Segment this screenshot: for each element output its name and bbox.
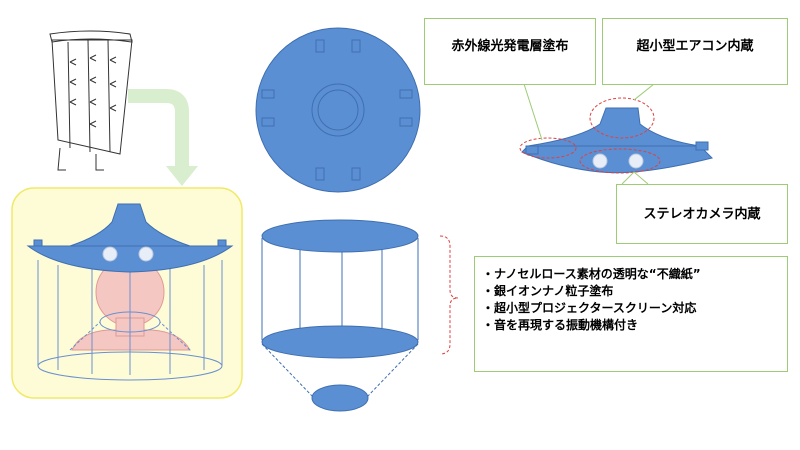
camera-lens-right xyxy=(138,246,154,262)
feature-item: ・音を再現する振動機構付き xyxy=(482,318,639,332)
camera-lens-left xyxy=(102,246,118,262)
person-body xyxy=(71,329,191,351)
callout-infrared-coating: 赤外線光発電層塗布 xyxy=(424,18,596,85)
cylinder-screen xyxy=(261,219,419,412)
feature-item: ・超小型プロジェクタースクリーン対応 xyxy=(482,301,697,315)
top-view-disc xyxy=(255,27,421,193)
feature-item: ・ナノセルロース素材の透明な“不織紙” xyxy=(482,267,701,281)
hood-sketch xyxy=(49,30,133,171)
features-bracket xyxy=(439,235,459,355)
wearable-device-assembled xyxy=(26,203,234,381)
features-box xyxy=(474,256,788,372)
hat-side-view xyxy=(519,97,713,174)
hat-brim xyxy=(26,245,234,273)
transition-arrow xyxy=(128,89,198,186)
callout-stereo-camera: ステレオカメラ内蔵 xyxy=(616,184,788,244)
callout-aircon: 超小型エアコン内蔵 xyxy=(602,18,788,85)
features-list: ・ナノセルロース素材の透明な“不織紙” ・銀イオンナノ粒子塗布 ・超小型プロジェ… xyxy=(482,266,701,334)
callout-camera-text: ステレオカメラ内蔵 xyxy=(643,207,761,222)
side-camera-left xyxy=(592,153,608,169)
side-camera-right xyxy=(628,153,644,169)
hat-crown xyxy=(69,203,191,247)
callout-aircon-text: 超小型エアコン内蔵 xyxy=(636,39,754,54)
feature-item: ・銀イオンナノ粒子塗布 xyxy=(482,284,614,298)
callout-infrared-text: 赤外線光発電層塗布 xyxy=(451,39,569,54)
